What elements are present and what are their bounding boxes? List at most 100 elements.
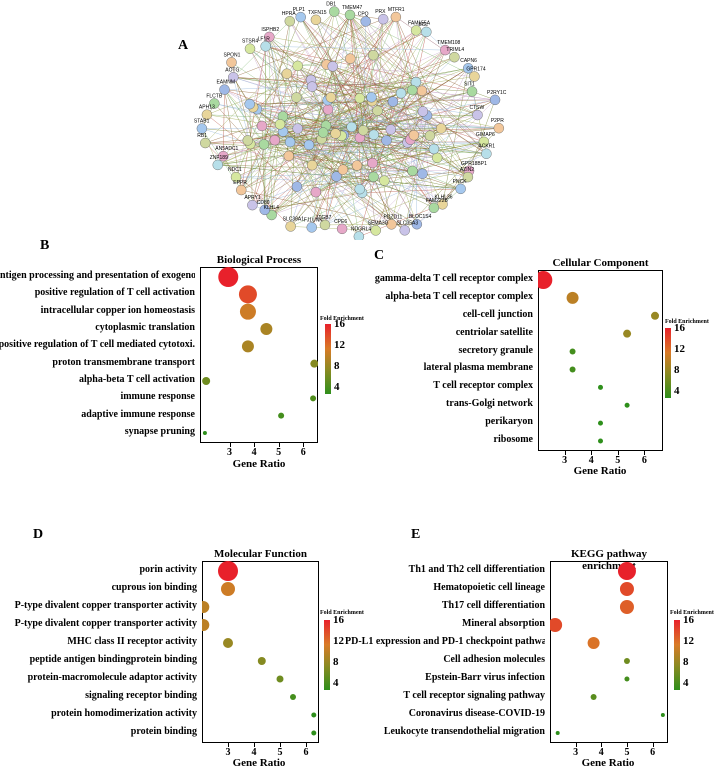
network-edge — [332, 66, 360, 237]
legend-tick-d: 16 — [333, 614, 344, 626]
network-node — [244, 43, 256, 54]
data-point-d — [276, 675, 284, 683]
network-node-label: MTFR1 — [388, 7, 405, 13]
legend-colorbar-c — [665, 328, 671, 398]
network-edge — [442, 68, 469, 205]
network-edge — [265, 46, 446, 51]
data-point-b — [202, 431, 207, 435]
network-edge — [223, 89, 225, 157]
network-node-label: SLC38A1 — [283, 216, 305, 222]
network-node — [379, 175, 390, 186]
network-node — [416, 85, 428, 96]
chart-title-c: Cellular Component — [552, 257, 649, 269]
y-tick-label-b: antigen processing and presentation of e… — [0, 270, 195, 281]
network-edge — [263, 144, 358, 166]
network-node — [285, 221, 296, 232]
network-node — [386, 219, 397, 230]
network-node-label: CPQ — [358, 11, 369, 17]
network-node-label: TXFN15 — [308, 10, 327, 16]
network-edge — [263, 141, 484, 145]
network-node-label: EPPR — [233, 180, 247, 186]
panel-label-b: B — [40, 238, 50, 253]
network-edge — [217, 56, 455, 166]
legend-title-b: Fold Enrichment — [320, 316, 364, 322]
network-edge — [315, 153, 487, 193]
network-node — [424, 130, 436, 141]
x-tick-mark-e — [626, 743, 628, 747]
network-node-label: P2PR — [491, 118, 504, 124]
network-node-label: SEMA3G — [368, 220, 389, 226]
y-tick-label-d: MHC class II receptor activity — [67, 636, 197, 647]
network-node — [218, 150, 229, 162]
network-node-label: CD80 — [257, 200, 270, 206]
panel-label-c: C — [374, 248, 385, 263]
network-node — [291, 181, 303, 192]
network-node-label: NDGRL4 — [351, 227, 372, 233]
data-point-e — [555, 731, 560, 735]
network-edge — [429, 127, 499, 136]
x-tick-label-d: 6 — [303, 747, 309, 758]
x-tick-label-d: 5 — [277, 747, 283, 758]
data-point-e — [624, 676, 630, 682]
y-tick-label-b: proton transmembrane transport — [52, 356, 195, 368]
network-edge — [288, 155, 392, 225]
y-tick-label-e: PD-L1 expression and PD-1 checkpoint pat… — [345, 636, 545, 647]
network-node — [381, 135, 392, 146]
network-node-label: GIMAP6 — [476, 132, 495, 138]
network-node — [435, 123, 447, 134]
data-point-d — [257, 657, 266, 665]
network-edge — [265, 46, 327, 65]
data-point-b — [239, 303, 256, 320]
network-node — [354, 183, 365, 195]
network-node — [322, 104, 334, 115]
network-node — [417, 168, 428, 179]
network-node — [256, 120, 268, 132]
network-node — [274, 119, 286, 130]
network-edge — [241, 65, 298, 191]
chart-title-d: Molecular Function — [214, 548, 307, 560]
network-node-label: BCL — [418, 22, 428, 28]
network-edge — [351, 30, 417, 128]
y-tick-label-b: cytoplasmic translation — [95, 322, 195, 333]
network-edge — [224, 89, 322, 140]
network-edge — [361, 192, 417, 225]
network-edge — [341, 115, 428, 137]
x-tick-label-c: 4 — [588, 455, 594, 466]
data-point-d — [221, 582, 235, 596]
network-edge — [311, 58, 351, 228]
network-node — [306, 160, 318, 171]
network-node — [358, 125, 369, 136]
network-node-label: BLOC1S4 — [409, 214, 432, 220]
network-node — [260, 41, 271, 52]
network-edge — [468, 99, 496, 171]
network-node-label: TMEM108 — [437, 40, 460, 46]
y-tick-label-c: perikaryon — [485, 416, 533, 428]
network-edge — [371, 100, 469, 178]
y-tick-label-c: ribosome — [493, 434, 533, 445]
data-point-d — [202, 619, 210, 631]
network-edge — [334, 11, 374, 56]
plot-frame-e — [550, 561, 668, 743]
y-tick-label-e: Epstein-Barr virus infection — [425, 672, 545, 683]
network-node — [281, 68, 293, 79]
network-node-label: STSR4 — [242, 39, 258, 45]
network-node-label: RB1 — [197, 133, 207, 139]
network-node — [344, 9, 356, 21]
network-node-label: HPRA — [282, 11, 297, 17]
network-edge — [326, 21, 366, 65]
network-node-label: PLP1 — [293, 7, 305, 13]
x-tick-mark-b — [278, 443, 280, 447]
network-node — [432, 152, 443, 164]
network-node — [226, 57, 237, 68]
network-node — [258, 139, 270, 150]
data-point-e — [587, 637, 600, 649]
network-edge — [214, 103, 336, 134]
plot-frame-c — [538, 270, 663, 451]
legend-tick-c: 16 — [674, 322, 685, 334]
network-edge — [422, 111, 487, 154]
network-node — [417, 106, 429, 117]
y-tick-label-d: P-type divalent copper transporter activ… — [14, 600, 197, 611]
network-edge — [363, 130, 487, 154]
network-edge — [325, 125, 405, 231]
panel-label-d: D — [33, 527, 44, 542]
